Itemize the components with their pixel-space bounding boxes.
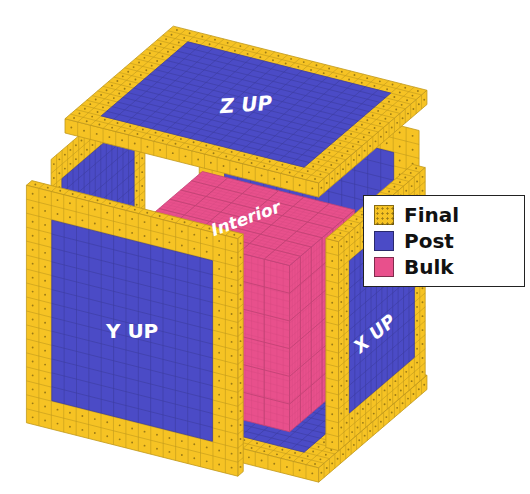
x-plate-edge bbox=[326, 238, 339, 450]
top-plate-face-rim-fill bbox=[65, 26, 427, 183]
legend-label: Post bbox=[404, 229, 454, 253]
top-plate: Z UP bbox=[65, 26, 427, 183]
top-plate-shape bbox=[65, 26, 427, 183]
legend-row: Post bbox=[374, 228, 514, 254]
legend-swatch bbox=[374, 231, 394, 251]
x-plate-edge-fill bbox=[326, 238, 339, 450]
legend-swatch bbox=[374, 205, 394, 225]
y-plate-face-rim-dots bbox=[32, 193, 233, 469]
top-plate-face-center bbox=[101, 42, 391, 167]
y-plate-face-rim-grid bbox=[26, 188, 237, 473]
face-label: Z UP bbox=[219, 91, 273, 118]
y-plate-face-center-fill bbox=[52, 220, 213, 441]
top-plate-face-rim-dots bbox=[73, 29, 419, 180]
top-plate-face-center-fill bbox=[101, 42, 391, 167]
legend-label: Final bbox=[404, 203, 459, 227]
face-label-group: Y UP bbox=[106, 319, 158, 342]
y-plate-face-rim bbox=[26, 185, 237, 476]
legend-row: Bulk bbox=[374, 254, 514, 280]
top-plate-face-rim bbox=[65, 26, 427, 183]
y-plate-edge bbox=[238, 234, 243, 476]
y-plate-face-center bbox=[52, 220, 213, 441]
face-label-group: Z UP bbox=[219, 91, 273, 118]
top-plate-face-rim-grid bbox=[70, 29, 421, 179]
y-plate-edge-fill bbox=[238, 234, 243, 476]
legend-swatch bbox=[374, 257, 394, 277]
face-label: Y UP bbox=[106, 319, 158, 342]
y-plate-edge-dots bbox=[240, 242, 242, 467]
top-plate-face-center-grid bbox=[107, 45, 386, 164]
y-plate-face-rim-fill bbox=[26, 185, 237, 476]
y-plate-shape bbox=[26, 185, 237, 476]
legend-label: Bulk bbox=[404, 255, 454, 279]
legend-box: FinalPostBulk bbox=[363, 195, 525, 287]
y-plate: Y UP bbox=[26, 185, 238, 477]
y-plate-face-center-grid bbox=[52, 223, 213, 438]
x-plate-edge-dots bbox=[331, 246, 333, 443]
legend-row: Final bbox=[374, 202, 514, 228]
